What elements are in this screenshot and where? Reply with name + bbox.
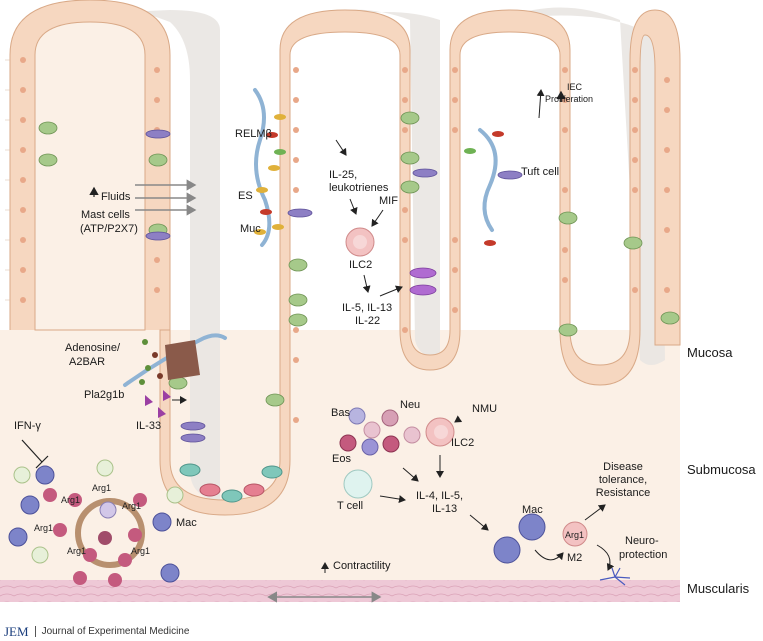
- granuloma-mac-label: Mac: [176, 517, 197, 529]
- journal-name: Journal of Experimental Medicine: [41, 626, 190, 637]
- ilc2-upper-label: ILC2: [349, 259, 373, 271]
- muc-label: Muc: [240, 223, 261, 235]
- leukotrienes-label: leukotrienes: [329, 182, 389, 194]
- muscularis-layer: [0, 580, 680, 602]
- m2-label: M2: [567, 552, 583, 564]
- jem-logo: JEM: [4, 623, 29, 639]
- mac-label: Mac: [522, 504, 543, 516]
- neuro-line2: protection: [619, 549, 668, 561]
- ilc2-lower-label: ILC2: [451, 437, 475, 449]
- arg1-label: Arg1: [92, 483, 112, 493]
- adenosine-label: Adenosine/: [65, 342, 121, 354]
- eos-label: Eos: [332, 453, 351, 465]
- ifn-inhibition: [21, 439, 49, 469]
- granuloma: [8, 459, 184, 587]
- diagram-canvas: [0, 0, 681, 603]
- il25-label: IL-25,: [329, 169, 358, 181]
- contractility-label: Contractility: [333, 560, 391, 572]
- mif-label: MIF: [379, 195, 398, 207]
- layer-submucosa: Submucosa: [687, 462, 756, 477]
- fluid-arrows: [135, 179, 197, 216]
- fluids-label: Fluids: [101, 191, 131, 203]
- pla2g1b-triangles: [145, 390, 171, 418]
- neu-label: Neu: [400, 399, 421, 411]
- footer-divider: [34, 626, 36, 637]
- ifng-label: IFN-γ: [14, 420, 41, 432]
- il33-label: IL-33: [136, 420, 162, 432]
- il13-label: IL-13: [432, 503, 458, 515]
- disease-line3: Resistance: [595, 487, 651, 499]
- arg1-label: Arg1: [131, 546, 151, 556]
- secretions: [139, 114, 504, 385]
- iec-label: IEC: [567, 82, 583, 92]
- arg1-label: Arg1: [61, 495, 81, 505]
- journal-footer: JEM Journal of Experimental Medicine: [0, 622, 763, 641]
- neuro-line1: Neuro-: [625, 535, 659, 547]
- nmu-label: NMU: [472, 403, 498, 415]
- disease-line2: tolerance,: [598, 474, 648, 486]
- pla2g1b-label: Pla2g1b: [84, 389, 125, 401]
- helminth-worms: [123, 88, 498, 387]
- tcell-label: T cell: [337, 500, 364, 512]
- es-label: ES: [238, 190, 253, 202]
- a2bar-label: A2BAR: [69, 356, 106, 368]
- epithelium: [9, 0, 681, 516]
- atp-p2x7-label: (ATP/P2X7): [80, 223, 138, 235]
- arg1-label: Arg1: [34, 523, 54, 533]
- disease-line1: Disease: [603, 461, 643, 473]
- il4-il5-label: IL-4, IL-5,: [416, 490, 464, 502]
- layer-muscularis: Muscularis: [687, 581, 750, 596]
- bas-label: Bas: [331, 407, 350, 419]
- il5-il13-label: IL-5, IL-13: [342, 302, 393, 314]
- relmb-label: RELMβ: [235, 128, 272, 140]
- tuft-cell-label: Tuft cell: [521, 166, 560, 178]
- layer-mucosa: Mucosa: [687, 345, 733, 360]
- il22-label: IL-22: [355, 315, 381, 327]
- arg1-label: Arg1: [67, 546, 87, 556]
- neuron: [599, 567, 631, 586]
- tuft-cells-bright: [409, 267, 437, 296]
- mast-cells-label: Mast cells: [81, 209, 130, 221]
- proliferation-label: Proliferation: [545, 94, 594, 104]
- arrows: [172, 89, 615, 573]
- il33-producing-cells: [165, 340, 200, 380]
- nuclei: [20, 57, 670, 423]
- arg1-label: Arg1: [122, 501, 142, 511]
- crypt-base-cells: [179, 463, 283, 503]
- m2-arg1-label: Arg1: [565, 530, 585, 540]
- goblet-cells: [38, 111, 680, 407]
- lower-immune-cells: [339, 227, 588, 564]
- tuft-cells: [145, 129, 523, 443]
- brush-border: [5, 59, 10, 301]
